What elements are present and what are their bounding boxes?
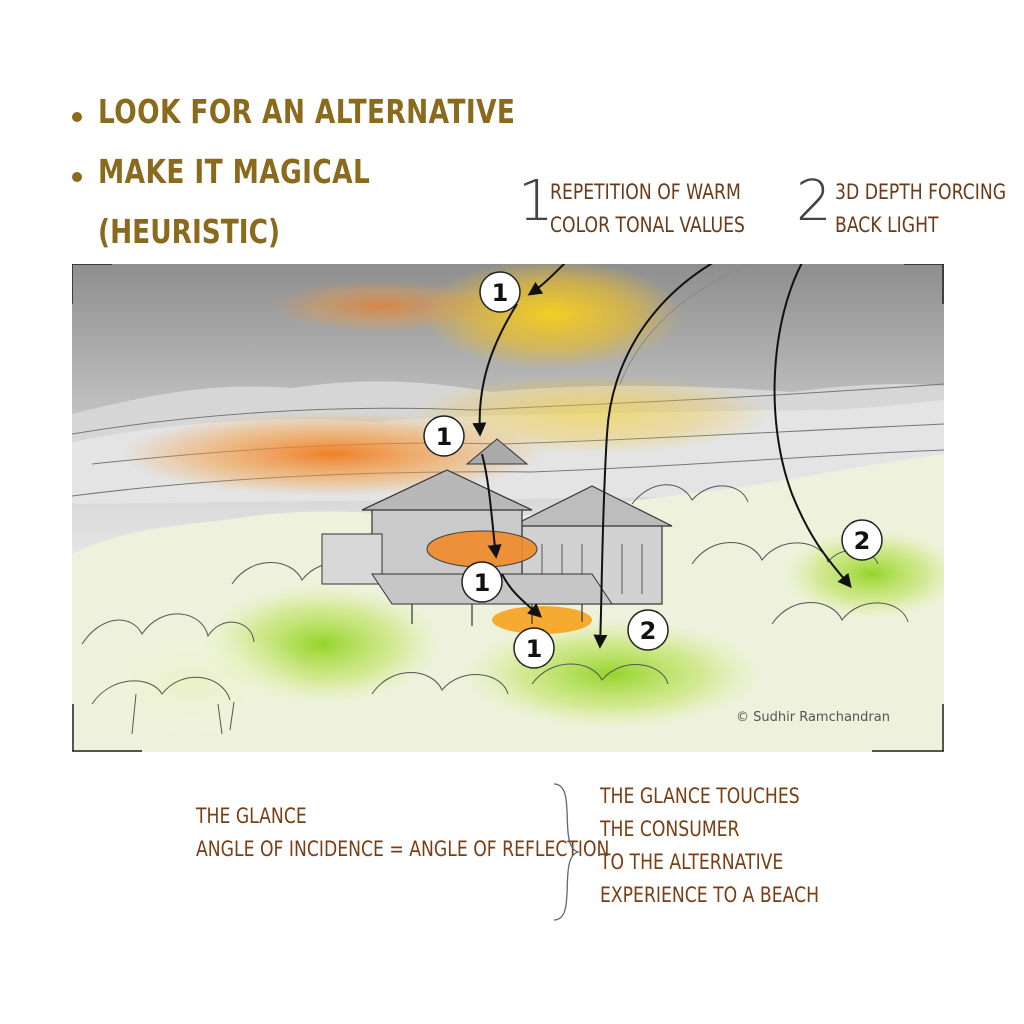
building-right-roof bbox=[511, 485, 673, 527]
marker-one-building: 1 bbox=[461, 561, 503, 603]
marker-one-sky: 1 bbox=[479, 271, 521, 313]
arrow-one-d bbox=[501, 573, 543, 618]
curly-brace bbox=[553, 783, 581, 921]
arrow-two-b bbox=[773, 264, 852, 589]
svg-text:1: 1 bbox=[474, 569, 491, 597]
foliage-highlight bbox=[72, 624, 312, 744]
legend-number-two: 2 bbox=[796, 169, 832, 234]
arrow-one-a bbox=[527, 264, 566, 296]
bullet-text: MAKE IT MAGICAL bbox=[98, 152, 371, 191]
building-left-wing bbox=[321, 533, 383, 585]
caption-right-line4: EXPERIENCE TO A BEACH bbox=[600, 883, 820, 907]
arrow-two-guide bbox=[619, 264, 755, 385]
marker-two-right: 2 bbox=[841, 519, 883, 561]
caption-right-line2: THE CONSUMER bbox=[600, 817, 740, 841]
resort-illustration: 1 1 1 1 2 2 © Sudhir Ramchandran bbox=[72, 264, 944, 752]
bullet-dot-icon bbox=[72, 172, 82, 182]
bullet-text: LOOK FOR AN ALTERNATIVE bbox=[98, 92, 516, 131]
caption-left-line2: ANGLE OF INCIDENCE = ANGLE OF REFLECTION bbox=[196, 837, 610, 861]
copyright-credit: © Sudhir Ramchandran bbox=[736, 710, 890, 725]
svg-text:1: 1 bbox=[436, 423, 453, 451]
marker-two-center: 2 bbox=[627, 609, 669, 651]
bullet-dot-icon bbox=[72, 112, 82, 122]
legend-two-line2: BACK LIGHT bbox=[835, 213, 939, 237]
svg-text:2: 2 bbox=[640, 617, 657, 645]
caption-left-line1: THE GLANCE bbox=[196, 804, 307, 828]
frame-corners bbox=[72, 264, 944, 752]
glance-arrows bbox=[472, 264, 852, 649]
bullet-text-continued: (HEURISTIC) bbox=[98, 212, 281, 251]
svg-text:1: 1 bbox=[492, 279, 509, 307]
legend-one-line2: COLOR TONAL VALUES bbox=[550, 213, 745, 237]
caption-right-line1: THE GLANCE TOUCHES bbox=[600, 784, 800, 808]
marker-one-courtyard: 1 bbox=[513, 627, 555, 669]
resort-building bbox=[321, 438, 673, 634]
legend-two-line1: 3D DEPTH FORCING bbox=[835, 180, 1007, 204]
arrow-one-c bbox=[481, 453, 502, 559]
marker-layer: 1 1 1 1 2 2 bbox=[423, 271, 883, 669]
cloud-glow bbox=[272, 280, 492, 332]
svg-text:1: 1 bbox=[526, 635, 543, 663]
arrow-one-b bbox=[472, 303, 518, 437]
caption-right-line3: TO THE ALTERNATIVE bbox=[600, 850, 784, 874]
illustration-svg bbox=[72, 264, 944, 752]
legend-one-line1: REPETITION OF WARM bbox=[550, 180, 741, 204]
arrow-two-a bbox=[593, 264, 713, 649]
svg-text:2: 2 bbox=[854, 527, 871, 555]
horizon-glow-yellow bbox=[412, 374, 772, 454]
lit-courtyard bbox=[492, 606, 592, 634]
marker-one-horizon: 1 bbox=[423, 415, 465, 457]
legend-number-one: 1 bbox=[518, 169, 554, 234]
